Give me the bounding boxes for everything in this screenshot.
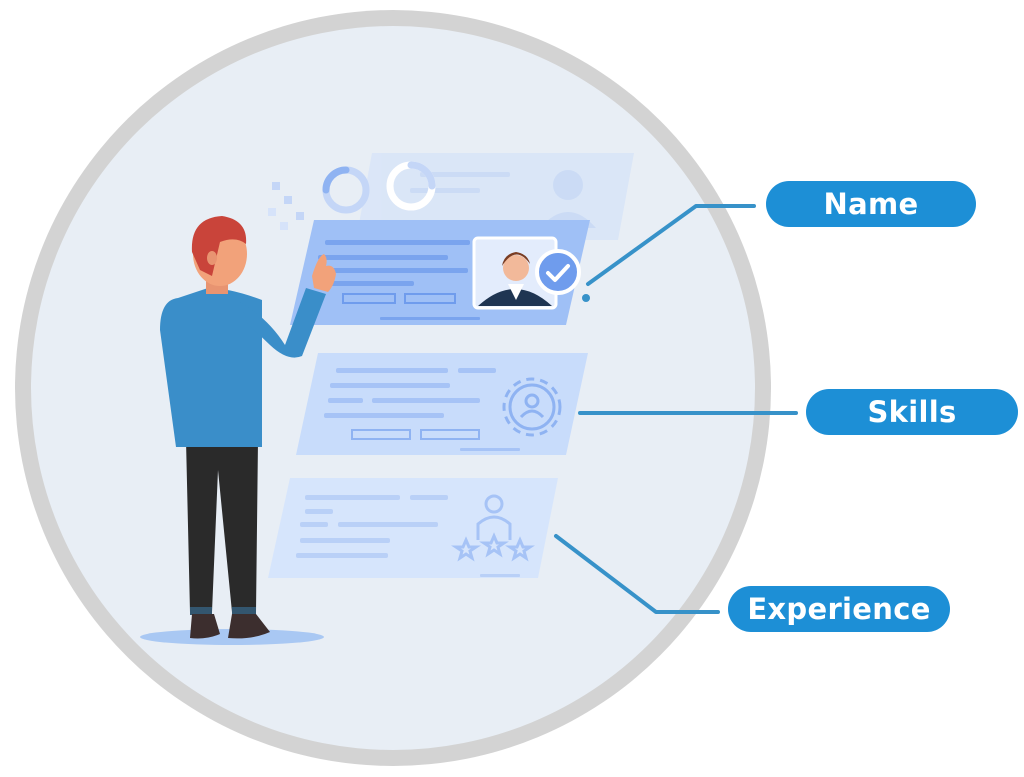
connector-dot bbox=[582, 294, 590, 302]
connector-experience bbox=[554, 534, 720, 614]
decor-elements bbox=[268, 161, 436, 230]
person bbox=[140, 216, 336, 645]
user-gear-icon bbox=[502, 377, 562, 437]
label-name: Name bbox=[766, 181, 976, 227]
check-badge-icon bbox=[535, 249, 581, 295]
label-skills: Skills bbox=[806, 389, 1018, 435]
card-name bbox=[290, 220, 590, 325]
card-skills bbox=[296, 353, 588, 455]
connectors bbox=[554, 204, 798, 614]
label-experience: Experience bbox=[728, 586, 950, 632]
card-experience bbox=[268, 478, 558, 578]
connector-name bbox=[586, 204, 756, 286]
user-stars-icon bbox=[451, 494, 535, 562]
profile-photo-icon bbox=[472, 236, 558, 310]
user-silhouette-icon bbox=[553, 170, 583, 200]
